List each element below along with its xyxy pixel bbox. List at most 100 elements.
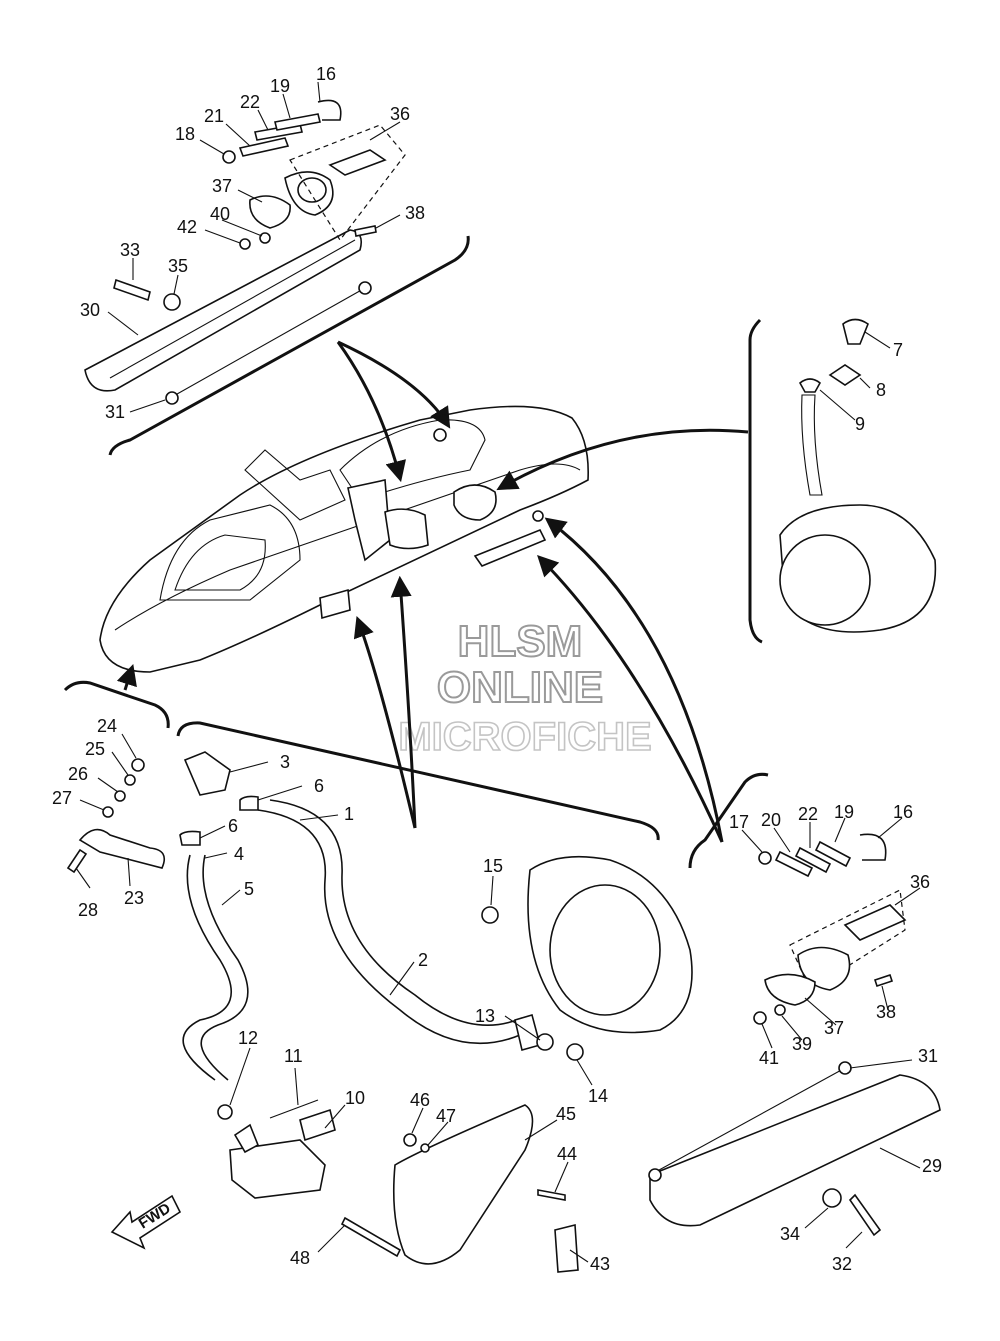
leader-3 [229,761,269,773]
leader-43 [569,1249,589,1263]
sponson-rail-br [649,1074,941,1227]
callout-label: 9 [855,414,865,434]
callout-label: 1 [344,804,354,824]
callout-label: 28 [78,900,98,920]
arrow-to-right-rail [544,517,724,843]
top-parts [84,99,406,405]
nut-24 [131,758,145,772]
bolt-28 [66,848,88,874]
forward-direction-arrow: FWD [110,1194,182,1250]
leader-25 [111,751,129,776]
callout-label: 41 [759,1048,779,1068]
arrow-to-hull-hose-a [390,575,417,829]
eye-16-br [859,833,887,861]
plate-20 [774,850,814,878]
leader-24 [121,733,137,759]
leader-15 [490,875,494,906]
leader-31-top [129,399,166,413]
leader-19-br [834,817,846,843]
right-rail-marker [473,528,547,567]
callouts-bottom-right: 17 20 22 19 16 36 38 37 41 39 31 29 34 3… [729,802,942,1274]
leader-29 [879,1147,921,1169]
watermark-line-2: ONLINE [437,663,603,712]
callout-label: 18 [175,124,195,144]
callouts-right: 7 8 9 [855,340,903,434]
leader-37-br [804,997,837,1026]
leader-8 [859,377,871,389]
leader-46 [411,1107,424,1134]
callout-label: 38 [876,1002,896,1022]
callout-label: 24 [97,716,117,736]
leader-32 [845,1231,863,1249]
washer-39 [774,1004,786,1016]
leader-39 [781,1015,803,1041]
callout-label: 21 [204,106,224,126]
callout-label: 31 [105,402,125,422]
plate-21 [238,137,290,157]
washer-40 [259,232,271,244]
leader-16-br [877,817,903,839]
sponson-bar-br [649,1067,846,1176]
hull-nose-panel [174,534,266,591]
callout-label: 33 [120,240,140,260]
jet-pump-marker [453,484,497,521]
callout-label: 7 [893,340,903,360]
callout-label: 29 [922,1156,942,1176]
hose-5-edge [200,854,249,1081]
callout-label: 8 [876,380,886,400]
leader-38-top [375,214,401,229]
group-brackets [63,235,769,869]
arrow-to-bow-eye [116,663,137,691]
washer-26 [114,790,126,802]
callout-label: 6 [314,776,324,796]
clamp-15 [481,906,499,924]
hose-right [801,394,823,496]
clamp-9 [798,378,822,393]
bar-end-br-left [648,1168,662,1182]
leader-17 [741,829,763,853]
bolt-27 [102,806,114,818]
side-grommet-marker [532,510,544,522]
callout-label: 25 [85,739,105,759]
callouts-top: 16 19 22 21 18 36 37 40 42 38 33 35 30 3… [80,64,425,422]
bracket-43 [554,1223,579,1273]
callout-label: 17 [729,812,749,832]
leader-2 [389,961,415,996]
leader-11 [294,1067,299,1106]
nut-18 [222,150,236,164]
leader-lines [75,81,921,1263]
arrow-to-rear-rail [336,341,406,483]
callout-label: 19 [270,76,290,96]
clamp-6-left [179,830,201,846]
callout-label: 15 [483,856,503,876]
hose-cuff [514,1014,541,1051]
leader-12 [229,1047,251,1106]
gasket-37-br [764,973,816,1006]
callout-label: 34 [780,1224,800,1244]
leader-48 [317,1224,346,1253]
leader-6-left [199,825,226,839]
plate-22-br [794,846,832,874]
leader-27 [79,799,105,811]
leader-38-br [881,985,889,1011]
callout-label: 10 [345,1088,365,1108]
callout-label: 20 [761,810,781,830]
bolt-33 [113,278,151,302]
hose-2-edge [269,799,523,1027]
callout-label: 30 [80,300,100,320]
leader-44 [554,1161,569,1193]
leader-42-top [204,229,241,244]
nut-17 [758,851,772,865]
intake-marker [384,508,429,550]
bar-end-left [165,391,179,405]
bottom-right-group-bracket [688,772,769,869]
grommet-ring-36 [297,177,327,203]
watermark-line-3: MICROFICHE [398,715,651,759]
rivet-11 [269,1099,319,1119]
plate-19 [274,113,321,131]
callout-label: 31 [918,1046,938,1066]
plug-7 [842,318,869,345]
callout-label: 19 [834,802,854,822]
